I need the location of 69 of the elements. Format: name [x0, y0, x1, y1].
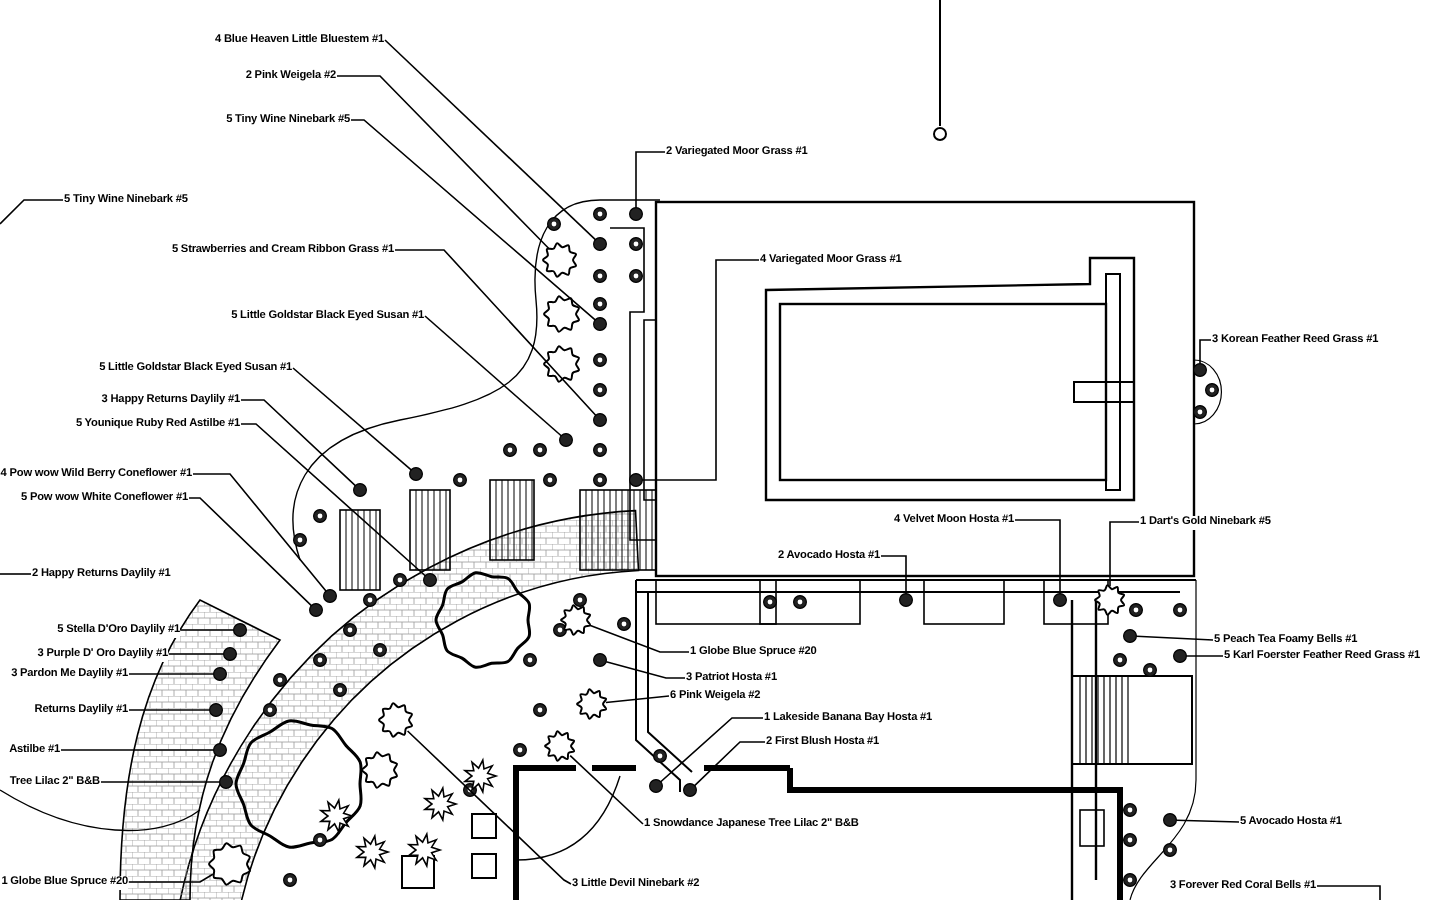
- leader-line: [1014, 519, 1061, 595]
- leader-line: [693, 741, 766, 787]
- leader-line: [240, 399, 357, 487]
- leader-line: [128, 709, 211, 711]
- leader-line: [1175, 819, 1240, 823]
- plant-symbol: [219, 775, 233, 789]
- plant-symbol: [208, 842, 251, 886]
- leader-line: [605, 695, 670, 704]
- plant-symbol: [213, 743, 227, 757]
- leader-line: [880, 555, 907, 595]
- leader-line: [605, 660, 686, 679]
- plant-symbol: [899, 593, 913, 607]
- leader-line: [180, 629, 235, 631]
- plant-symbol: [683, 783, 697, 797]
- plant-symbol: [593, 413, 607, 427]
- plant-symbol: [209, 703, 223, 717]
- plant-symbol: [593, 653, 607, 667]
- plant-symbol: [378, 702, 413, 738]
- leader-line: [168, 653, 225, 655]
- leader-line: [424, 315, 562, 437]
- leader-line: [240, 423, 427, 577]
- plant-symbol: [576, 688, 608, 720]
- plant-symbol: [233, 623, 247, 637]
- leader-line: [0, 573, 32, 575]
- plant-symbol: [559, 433, 573, 447]
- plant-symbol: [1173, 649, 1187, 663]
- leader-line: [0, 199, 64, 225]
- plant-symbol: [629, 473, 643, 487]
- leader-line: [1135, 635, 1214, 641]
- leader-line: [192, 473, 327, 592]
- leader-line: [659, 717, 764, 783]
- plant-symbol: [560, 604, 592, 636]
- leader-line: [406, 730, 572, 885]
- leader-line: [384, 39, 597, 241]
- leader-line: [641, 259, 760, 481]
- leader-line: [100, 781, 221, 783]
- leader-line: [1185, 655, 1224, 657]
- plant-symbol: [423, 573, 437, 587]
- plant-symbol: [309, 603, 323, 617]
- plant-symbol: [1193, 363, 1207, 377]
- plant-symbol: [409, 467, 423, 481]
- plant-symbol: [353, 483, 367, 497]
- leader-line: [1199, 339, 1212, 365]
- plant-symbol: [213, 667, 227, 681]
- plant-symbol: [593, 317, 607, 331]
- plant-symbol: [323, 589, 337, 603]
- leader-line: [128, 873, 214, 883]
- leader-line: [336, 75, 550, 250]
- leader-line: [588, 624, 690, 653]
- plant-symbol: [629, 207, 643, 221]
- plant-symbol: [544, 730, 576, 762]
- leader-line: [394, 249, 597, 417]
- leader-line: [635, 151, 666, 209]
- leader-line: [128, 673, 215, 675]
- leader-line: [1109, 521, 1140, 587]
- plant-symbol: [1053, 593, 1067, 607]
- plant-symbol: [649, 779, 663, 793]
- plant-symbol: [223, 647, 237, 661]
- plant-symbol: [1163, 813, 1177, 827]
- plant-symbol: [1123, 629, 1137, 643]
- leader-line: [350, 119, 596, 321]
- plant-symbol: [593, 237, 607, 251]
- leader-line: [292, 367, 412, 471]
- plant-symbol: [1094, 584, 1126, 616]
- leader-line: [1316, 885, 1381, 900]
- leader-line: [188, 497, 313, 607]
- plant-symbol: [542, 242, 577, 278]
- leader-line: [60, 749, 215, 751]
- leader-line: [569, 754, 644, 825]
